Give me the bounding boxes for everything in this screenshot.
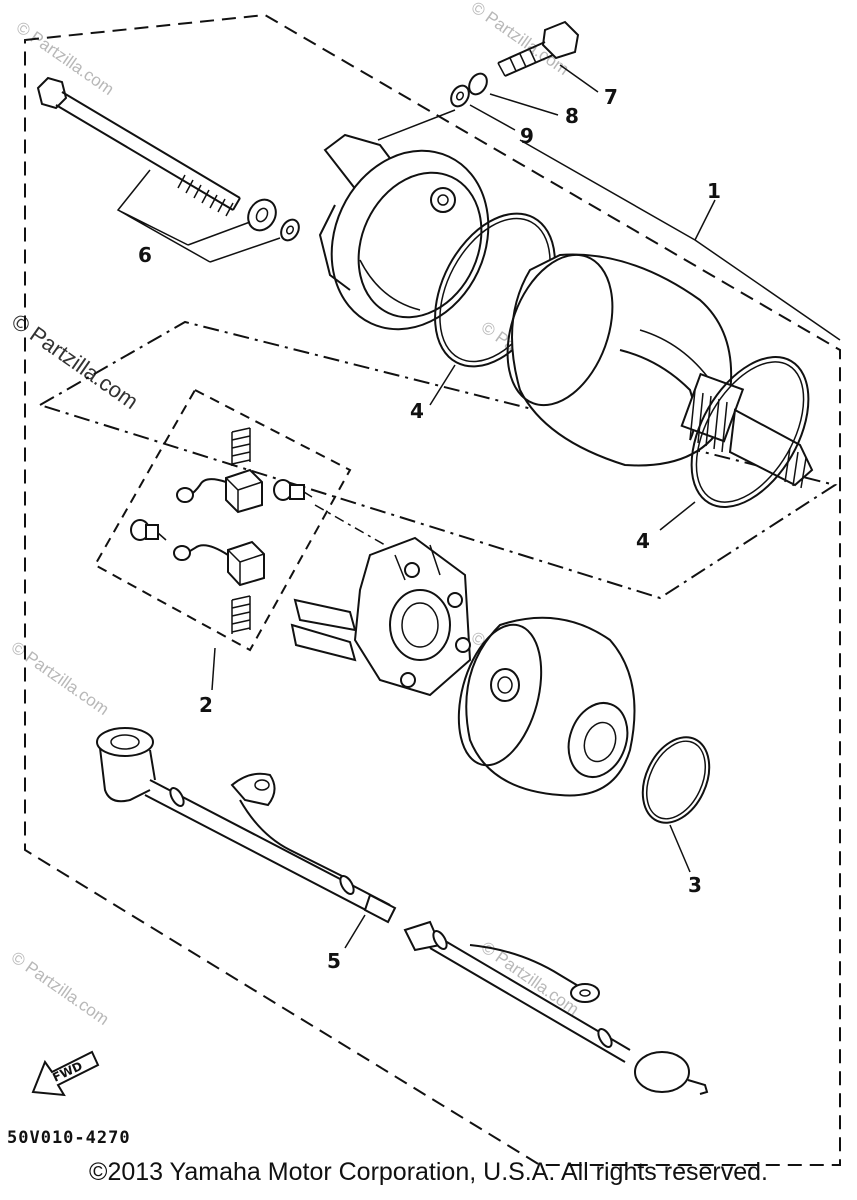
- brush-spring-lower: [231, 595, 251, 634]
- washer-9: [450, 84, 470, 108]
- washer-6b: [280, 218, 300, 242]
- brush-holder: [290, 536, 472, 697]
- fwd-arrow-icon: FWD: [31, 1050, 100, 1097]
- dash-dot-link: [314, 504, 386, 546]
- part-number-8: 8: [565, 104, 579, 128]
- lead-wire-boot: [96, 727, 156, 803]
- part-number-7: 7: [604, 85, 618, 109]
- lead-wire-lower: [403, 920, 709, 1095]
- leader-5: [344, 914, 366, 949]
- leader-7: [559, 64, 599, 93]
- leader-2: [211, 647, 216, 691]
- watermarks: © Partzilla.com © Partzilla.com © Partzi…: [8, 0, 583, 1029]
- watermark-main: © Partzilla.com: [7, 309, 143, 415]
- brush-lower: [173, 540, 265, 587]
- part-number-4a: 4: [410, 399, 424, 423]
- washer-6a: [247, 198, 277, 232]
- brush-set-boundary: [93, 388, 352, 652]
- leader-9: [377, 104, 516, 141]
- watermark-6: © Partzilla.com: [8, 948, 113, 1029]
- assembly-boundary: [24, 13, 841, 1166]
- drawing-code: 50V010-4270: [7, 1128, 131, 1148]
- part-number-4b: 4: [636, 529, 650, 553]
- part-number-1: 1: [707, 179, 721, 203]
- watermark-1: © Partzilla.com: [13, 18, 118, 99]
- leader-1: [519, 139, 841, 341]
- rear-cover: [457, 616, 636, 797]
- front-cover: [318, 133, 490, 331]
- armature-shaft: [680, 372, 814, 489]
- brush-screw-upper: [273, 479, 313, 501]
- part-number-3: 3: [688, 873, 702, 897]
- short-bolt: [497, 20, 580, 77]
- part-number-2: 2: [199, 693, 213, 717]
- watermark-4: © Partzilla.com: [8, 638, 113, 719]
- leader-4b: [659, 501, 696, 531]
- leader-8: [489, 93, 559, 116]
- motor-assembly-boundary: [37, 320, 838, 600]
- o-ring-3: [641, 736, 711, 824]
- leader-4a: [429, 364, 456, 406]
- brush-upper: [176, 468, 263, 514]
- leader-3: [669, 824, 691, 873]
- leader-6: [116, 169, 281, 263]
- brush-screw-lower: [130, 519, 167, 541]
- part-number-6: 6: [138, 243, 152, 267]
- o-ring-4b: [690, 356, 810, 508]
- brush-spring-upper: [231, 427, 251, 466]
- lead-wire-upper: [144, 772, 397, 924]
- copyright-footer: ©2013 Yamaha Motor Corporation, U.S.A. A…: [89, 1158, 768, 1186]
- part-number-5: 5: [327, 949, 341, 973]
- washer-8: [468, 72, 488, 96]
- long-bolt: [36, 76, 241, 217]
- yoke-housing: [506, 253, 733, 467]
